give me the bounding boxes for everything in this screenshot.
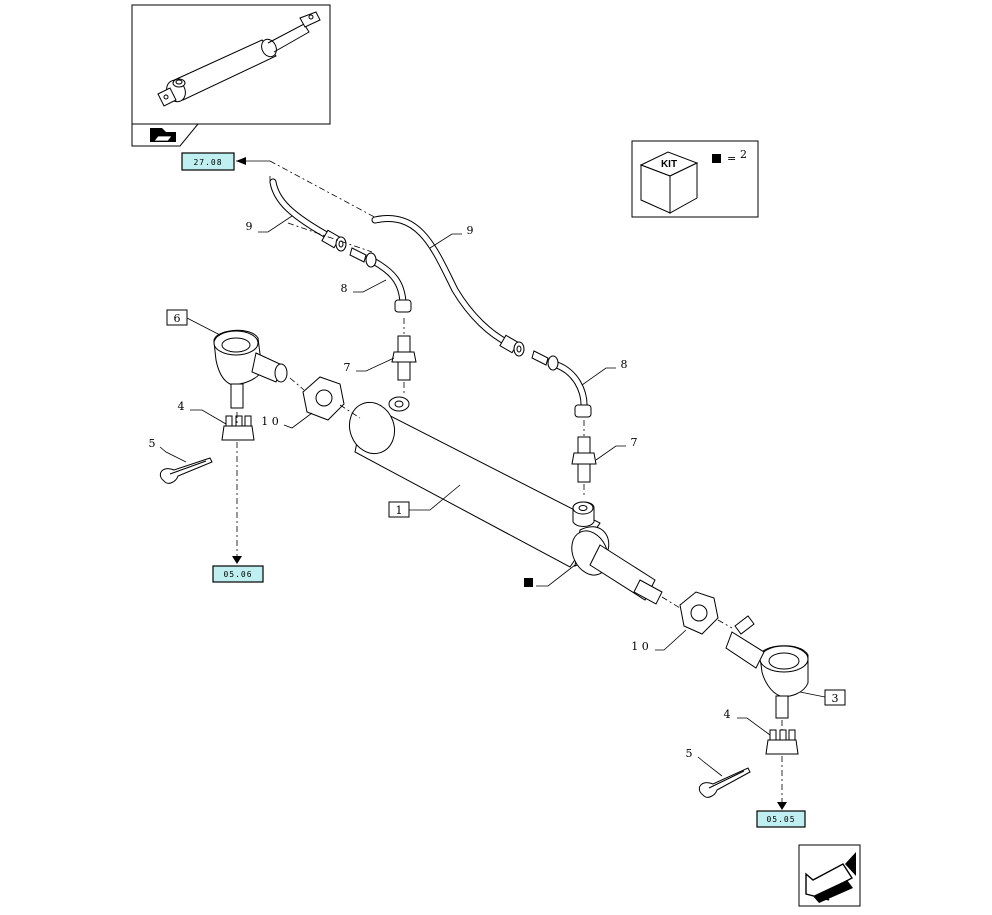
callout-9-left: 9 bbox=[246, 220, 253, 233]
callout-9-right: 9 bbox=[467, 224, 474, 237]
callout-5-right: 5 bbox=[686, 747, 693, 760]
callout-8-right: 8 bbox=[621, 358, 628, 371]
reference-label-05-06: 05.06 bbox=[223, 570, 252, 579]
kit-equals: = bbox=[727, 152, 736, 165]
elbow-fitting-right-8 bbox=[531, 350, 592, 418]
elbow-fitting-left-8 bbox=[349, 247, 412, 313]
reference-label-05-05: 05.05 bbox=[766, 815, 795, 824]
kit-count: 2 bbox=[740, 148, 747, 161]
callout-6: 6 bbox=[174, 312, 181, 325]
tie-rod-end-3 bbox=[725, 615, 809, 719]
hose-right-9 bbox=[371, 215, 525, 357]
adapter-right-7 bbox=[571, 436, 597, 483]
callout-7-left: 7 bbox=[344, 361, 351, 374]
callout-7-right: 7 bbox=[631, 436, 638, 449]
castle-nut-left-4 bbox=[221, 415, 255, 441]
steering-cylinder-thumbnail-icon bbox=[157, 11, 321, 107]
reference-label-27-08: 27.08 bbox=[193, 158, 222, 167]
reference-box-27-08[interactable]: 27.08 bbox=[181, 152, 235, 171]
kit-cube-icon bbox=[639, 151, 699, 214]
callout-3: 3 bbox=[832, 692, 839, 705]
callout-box-1 bbox=[388, 501, 410, 518]
next-page-arrow-button[interactable] bbox=[798, 844, 861, 907]
lock-nut-right-10 bbox=[679, 591, 719, 635]
callout-8-left: 8 bbox=[341, 282, 348, 295]
kit-label: KIT bbox=[661, 159, 677, 170]
callout-10-right: 1 0 bbox=[631, 640, 649, 653]
callout-10-left: 1 0 bbox=[261, 415, 279, 428]
black-square-icon bbox=[524, 578, 533, 587]
steering-cylinder-1 bbox=[348, 396, 663, 605]
parts-group-icon bbox=[150, 128, 176, 142]
callout-5-left: 5 bbox=[149, 437, 156, 450]
callout-1: 1 bbox=[396, 504, 403, 517]
next-page-arrow-icon bbox=[805, 852, 856, 903]
reference-box-fill bbox=[756, 810, 806, 828]
black-square-icon bbox=[712, 154, 721, 163]
arrow-head-icon bbox=[232, 556, 242, 564]
lock-nut-left-10 bbox=[302, 376, 345, 421]
cotter-pin-left-5 bbox=[159, 457, 213, 484]
cotter-pin-right-5 bbox=[698, 767, 751, 798]
reference-box-05-05[interactable]: 05.05 bbox=[756, 810, 806, 828]
adapter-left-7 bbox=[391, 335, 417, 381]
reference-box-fill bbox=[181, 152, 235, 171]
reference-box-fill bbox=[212, 565, 264, 583]
callout-4-right: 4 bbox=[724, 708, 731, 721]
assembly-thumbnail bbox=[131, 4, 331, 147]
hose-left-9 bbox=[269, 178, 347, 252]
reference-box-05-06[interactable]: 05.06 bbox=[212, 565, 264, 583]
castle-nut-right-4 bbox=[765, 729, 799, 755]
arrow-head-icon bbox=[777, 802, 787, 810]
callout-box-3 bbox=[824, 689, 846, 706]
callout-box-6 bbox=[166, 309, 188, 326]
arrow-head-icon bbox=[236, 157, 246, 165]
kit-legend: KIT = 2 bbox=[631, 140, 759, 218]
callout-4-left: 4 bbox=[178, 400, 185, 413]
tie-rod-end-6 bbox=[213, 329, 288, 409]
